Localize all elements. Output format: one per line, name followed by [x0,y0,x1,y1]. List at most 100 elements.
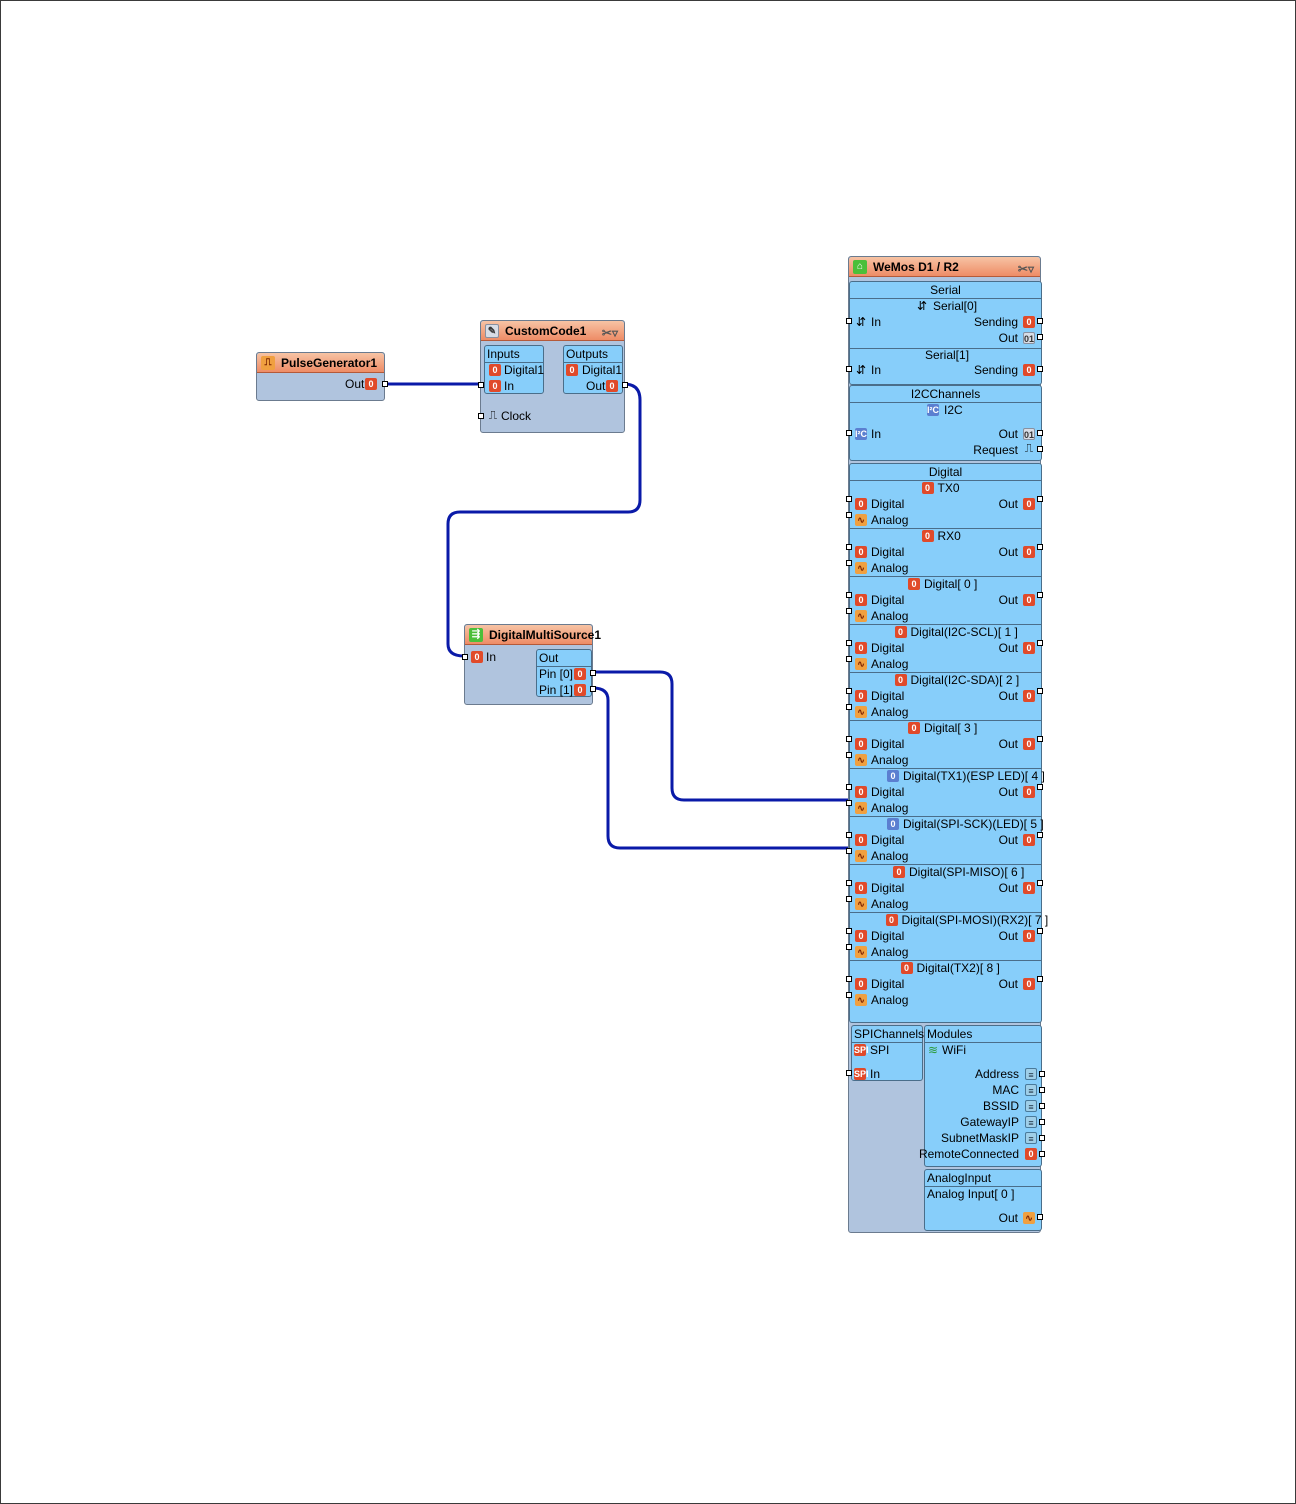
channel-label: Digital(SPI-SCK)(LED)[ 5 ] [903,817,1044,831]
board-output-pin[interactable] [1037,1214,1043,1220]
board-input-pin[interactable] [846,512,852,518]
analog-pin-icon: ∿ [855,706,867,718]
divider [850,298,1041,299]
board-input-pin[interactable] [846,896,852,902]
board-output-pin[interactable] [1037,736,1043,742]
custom-code-clock-pin[interactable] [478,413,484,419]
module-output-pin[interactable] [1039,1087,1045,1093]
board-input-pin[interactable] [846,880,852,886]
digital-pin-icon: 0 [1023,594,1035,606]
multi-source-titlebar[interactable]: ⇶ DigitalMultiSource1 [465,625,601,645]
board-input-pin[interactable] [846,800,852,806]
divider [850,816,1041,817]
divider [850,768,1041,769]
pulse-generator-titlebar[interactable]: ⎍ PulseGenerator1 [257,353,384,373]
outputs-item-label: Digital1 [582,363,623,377]
board-input-pin[interactable] [846,752,852,758]
module-output-label: RemoteConnected [918,1147,1019,1161]
digital-pin-icon: 0 [1023,364,1035,376]
inputs-in-label: In [504,379,515,393]
module-output-pin[interactable] [1039,1151,1045,1157]
digital-pin-icon: 0 [1023,786,1035,798]
board-input-pin[interactable] [846,992,852,998]
module-output-pin[interactable] [1039,1119,1045,1125]
multi-source-in-pin[interactable] [462,654,468,660]
board-output-pin[interactable] [1037,334,1043,340]
board-titlebar[interactable]: ⌂ WeMos D1 / R2 ✂▿ [849,257,1040,277]
custom-code-in-pin[interactable] [478,382,484,388]
board-output-pin[interactable] [1037,784,1043,790]
board-output-pin[interactable] [1037,318,1043,324]
board-input-pin[interactable] [846,366,852,372]
board-output-pin[interactable] [1037,446,1043,452]
channel-icon: 0 [908,578,920,590]
board-input-pin[interactable] [846,318,852,324]
board-input-pin[interactable] [846,640,852,646]
wifi-icon: ≋ [927,1043,939,1057]
module-output-label: MAC [992,1083,1019,1097]
board-input-pin[interactable] [846,1070,852,1076]
board-input-pin[interactable] [846,592,852,598]
digital-pin-icon: 0 [1025,1148,1037,1160]
analog-pin-icon: ∿ [855,802,867,814]
module-output-pin[interactable] [1039,1071,1045,1077]
custom-code-component[interactable]: ✎ CustomCode1 ✂▿ Inputs 0 Digital1 0 In … [478,320,628,433]
board-input-pin[interactable] [846,736,852,742]
multi-source-pin0[interactable] [590,670,596,676]
pulse-generator-out-pin[interactable] [382,381,388,387]
analog-pin-icon: ∿ [855,898,867,910]
board-input-pin[interactable] [846,976,852,982]
board-output-pin[interactable] [1037,496,1043,502]
board-title: WeMos D1 / R2 [873,260,959,274]
channel-icon: 0 [921,482,934,494]
digital-pin-icon: 0 [365,378,377,390]
board-input-pin[interactable] [846,560,852,566]
channel-icon: 0 [921,530,934,542]
board-input-pin[interactable] [846,608,852,614]
tools-icon[interactable]: ✂▿ [601,326,618,340]
board-input-pin[interactable] [846,784,852,790]
board-input-pin[interactable] [846,848,852,854]
board-output-pin[interactable] [1037,544,1043,550]
outputs-header: Outputs [566,347,609,361]
pulse-generator-component[interactable]: ⎍ PulseGenerator1 Out 0 [256,352,388,401]
tools-icon[interactable]: ✂▿ [1017,262,1034,276]
channel-analog-label: Analog [871,945,909,959]
channel-icon: 0 [894,626,907,638]
board-output-pin[interactable] [1037,430,1043,436]
board-input-pin[interactable] [846,832,852,838]
board-input-pin[interactable] [846,496,852,502]
board-input-pin[interactable] [846,544,852,550]
board-output-pin[interactable] [1037,928,1043,934]
board-output-pin[interactable] [1037,640,1043,646]
channel-digital-label: Digital [871,545,905,559]
board-input-pin[interactable] [846,944,852,950]
wemos-board-component[interactable]: ⌂ WeMos D1 / R2 ✂▿ Serial ⇵ Serial[0] ⇵ … [846,256,1048,1233]
board-output-pin[interactable] [1037,880,1043,886]
board-output-pin[interactable] [1037,832,1043,838]
custom-code-out-pin[interactable] [622,382,628,388]
board-output-pin[interactable] [1037,976,1043,982]
multi-source-component[interactable]: ⇶ DigitalMultiSource1 0 In Out Pin [0] 0… [462,624,601,705]
module-output-pin[interactable] [1039,1135,1045,1141]
board-output-pin[interactable] [1037,592,1043,598]
board-output-pin[interactable] [1037,688,1043,694]
i2c-request-label: Request [973,443,1018,457]
spi-group: SPIChannels SPI SPI SPI In [851,1025,924,1081]
board-input-pin[interactable] [846,430,852,436]
board-input-pin[interactable] [846,688,852,694]
multi-source-pin1[interactable] [590,686,596,692]
multi-source-in-label: In [486,650,497,664]
channel-label: TX0 [937,481,960,495]
channel-digital-label: Digital [871,881,905,895]
module-output-pin[interactable] [1039,1103,1045,1109]
pulse-generator-icon: ⎍ [261,356,275,370]
board-input-pin[interactable] [846,928,852,934]
board-output-pin[interactable] [1037,366,1043,372]
digital-pin-icon: 0 [1023,498,1035,510]
custom-code-titlebar[interactable]: ✎ CustomCode1 ✂▿ [481,321,624,341]
board-input-pin[interactable] [846,704,852,710]
board-input-pin[interactable] [846,656,852,662]
